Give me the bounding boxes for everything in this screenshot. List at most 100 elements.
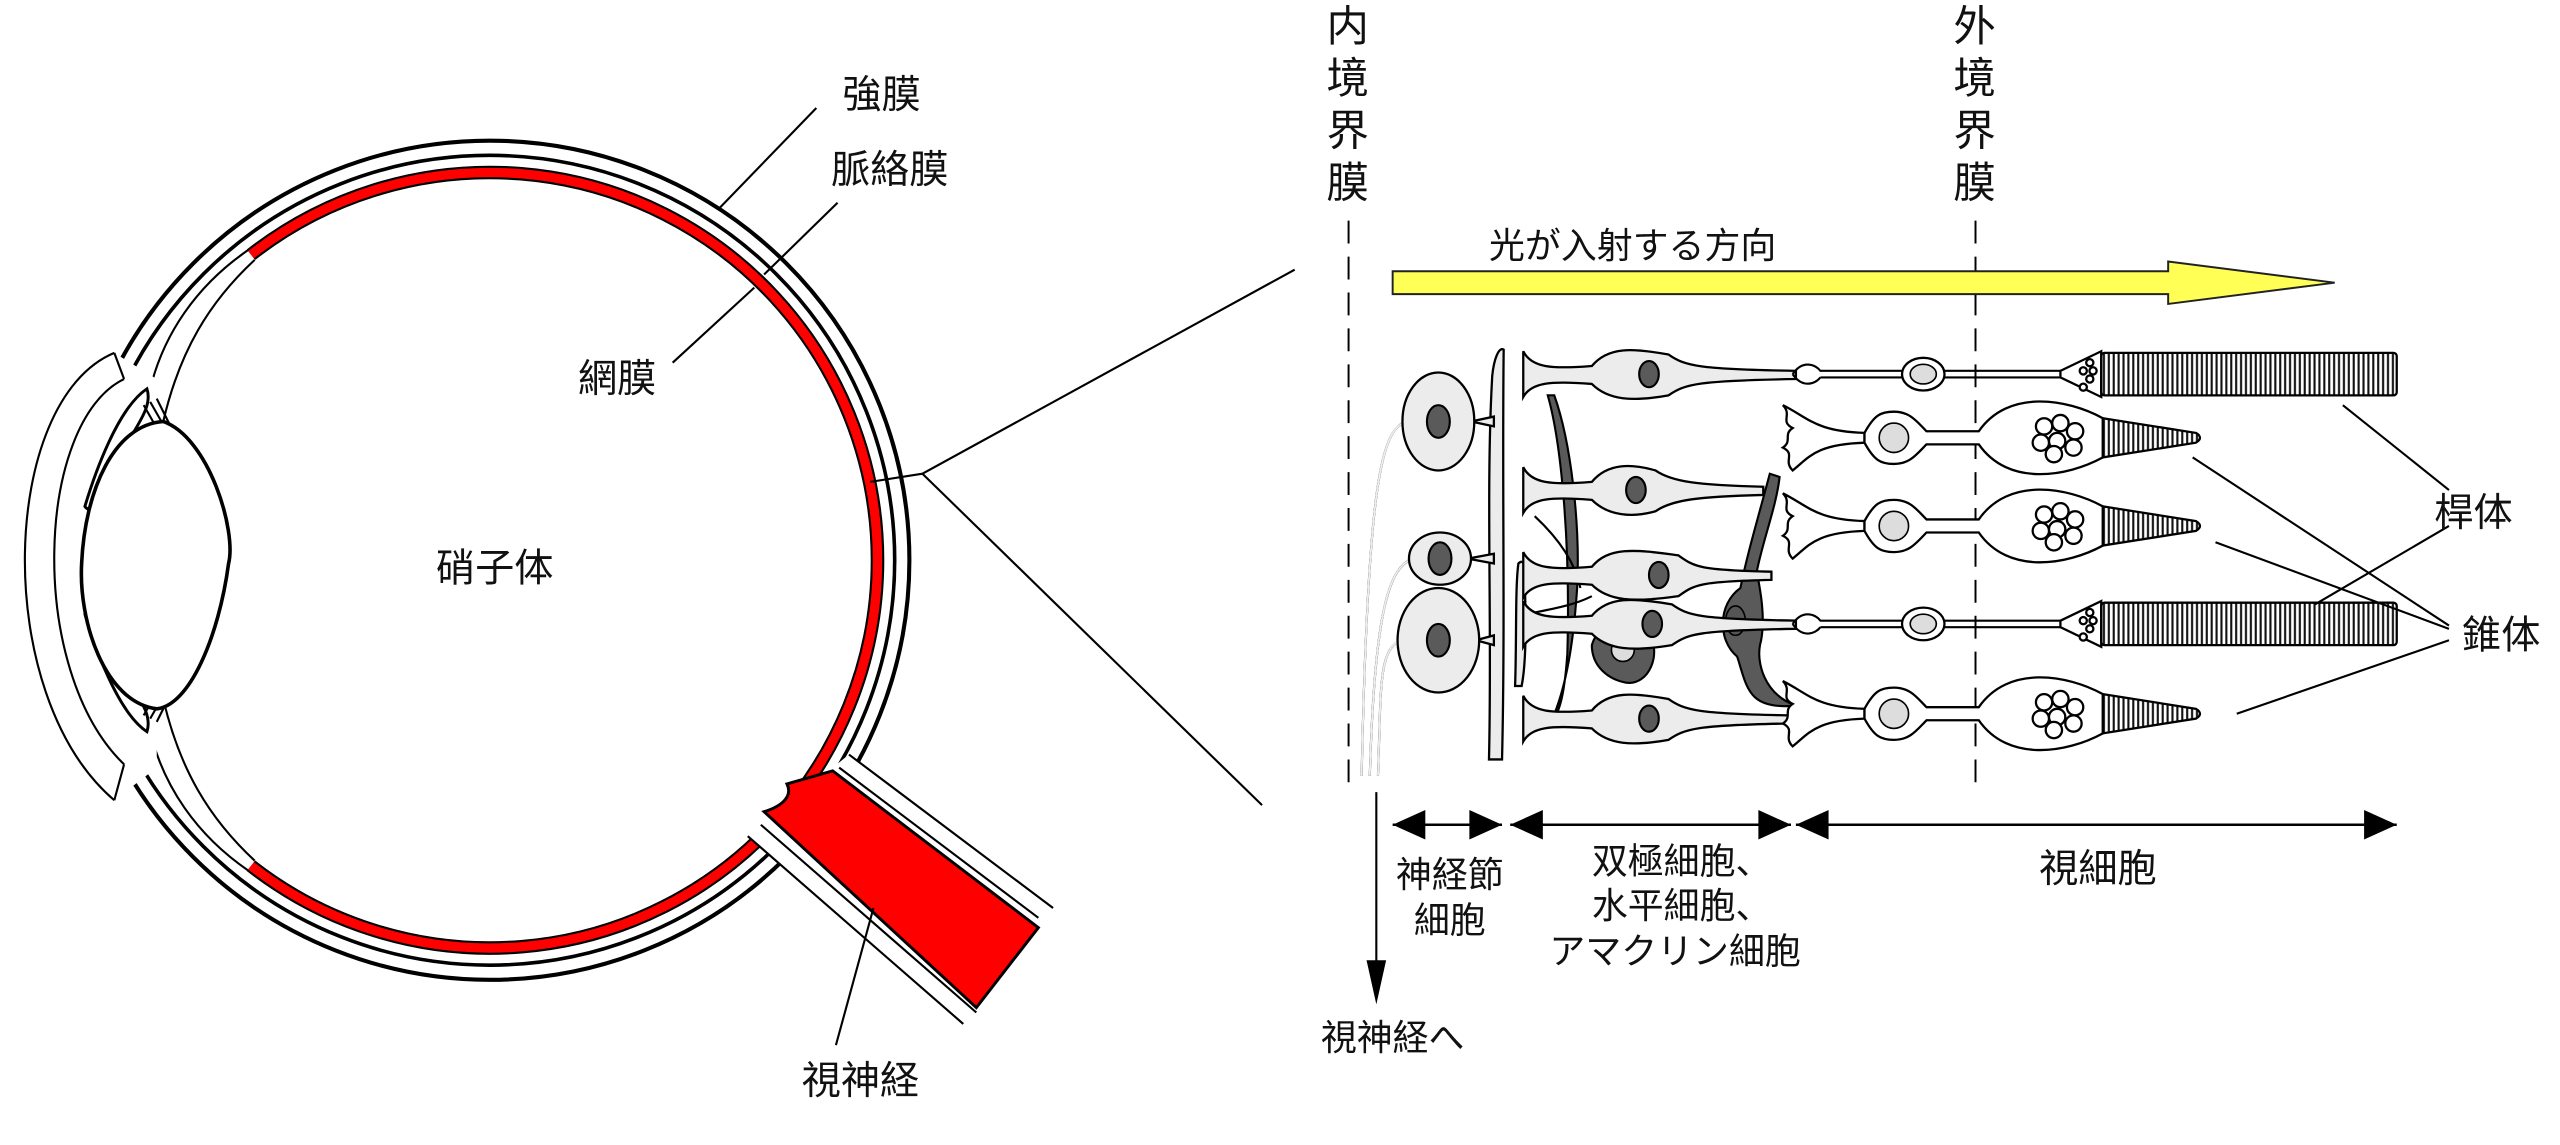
- to-optic-nerve-label: 視神経へ: [1321, 1018, 1465, 1059]
- cone-pedicle: [1780, 492, 1866, 561]
- inner-limiting-membrane-label: 内境界膜: [1319, 4, 1368, 213]
- bipolar-nucleus: [1638, 704, 1660, 733]
- cone-mitochondria: [2051, 413, 2070, 433]
- cone-mitochondria: [2034, 505, 2054, 524]
- zoom-connector: [870, 268, 1296, 806]
- layer-range-arrows: [1392, 810, 2397, 840]
- retina-line: [253, 177, 873, 944]
- rod-axon: [1791, 613, 2061, 635]
- photoreceptor-label: 視細胞: [2039, 847, 2157, 892]
- rod-mitochondria: [2085, 374, 2095, 384]
- retinal-cells: [1360, 348, 2398, 776]
- eyeball: [23, 138, 1054, 1025]
- ganglion-axon: [1376, 639, 1402, 776]
- cone-mitochondria: [2034, 417, 2054, 436]
- cone-mitochondria: [2065, 510, 2085, 529]
- ganglion-nucleus: [1427, 541, 1453, 577]
- optic-nerve-label: 視神経: [802, 1059, 920, 1104]
- cone-nucleus: [1878, 422, 1910, 454]
- range-arrowhead-right: [2364, 810, 2397, 840]
- sclera-leader: [717, 107, 818, 210]
- rod-mitochondria: [2078, 366, 2089, 376]
- cone-pedicle: [1780, 404, 1866, 472]
- rod-axon: [1791, 363, 2061, 385]
- cone-mitochondria: [2051, 689, 2070, 709]
- bipolar-nucleus: [1625, 475, 1647, 505]
- vitreous-label: 硝子体: [436, 546, 554, 591]
- to-optic-nerve-arrowhead: [1366, 960, 1387, 1005]
- horizontal-cell: [1721, 472, 1797, 708]
- ganglion-axon-fill: [1368, 557, 1413, 776]
- cone-mitochondria: [2064, 526, 2083, 546]
- cone-mitochondria: [2034, 692, 2054, 712]
- cone-mitochondria: [2051, 501, 2070, 521]
- sclera-label: 強膜: [842, 73, 920, 118]
- cone-mitochondria: [2031, 433, 2051, 453]
- bipolar-nucleus: [1638, 360, 1660, 389]
- ganglion-label-1: 神経節: [1396, 855, 1504, 896]
- rod-mitochondria: [2078, 632, 2089, 642]
- ganglion-label-2: 細胞: [1414, 900, 1486, 941]
- rod-mitochondria: [2078, 615, 2089, 626]
- rod-mitochondria: [2078, 382, 2089, 392]
- choroid-leader: [763, 201, 839, 276]
- cone-mitochondria: [2065, 697, 2085, 717]
- cone-mitochondria: [2065, 421, 2085, 441]
- rod-mitochondria: [2085, 357, 2095, 368]
- choroid-band: [247, 166, 884, 954]
- cone-mitochondria: [2031, 521, 2051, 541]
- cone-mitochondria: [2064, 714, 2083, 733]
- range-arrowhead-right: [1758, 810, 1792, 840]
- cone-mitochondria: [2064, 438, 2083, 457]
- bipolar-label-3: アマクリン細胞: [1549, 932, 1800, 973]
- choroid-line: [246, 165, 885, 955]
- rod-mitochondria: [2085, 624, 2095, 634]
- light-direction-label: 光が入射する方向: [1489, 226, 1776, 267]
- ganglion-nucleus: [1425, 404, 1451, 439]
- range-arrowhead-left: [1392, 810, 1426, 840]
- cone-outer-segment: [2101, 692, 2202, 735]
- bipolar-label-1: 双極細胞、: [1592, 842, 1772, 883]
- retina-leader: [671, 286, 756, 364]
- cone-pedicle: [1780, 680, 1866, 748]
- rod-nucleus: [1909, 363, 1938, 385]
- ganglion-dendrite: [1470, 415, 1496, 428]
- rod-outer-segment: [2100, 351, 2398, 397]
- cone-leaders: [2192, 456, 2450, 715]
- amacrine-branch: [1533, 515, 1593, 614]
- optic-nerve: [761, 769, 1041, 1010]
- cone-label: 錐体: [2462, 613, 2540, 658]
- cone-outer-segment: [2101, 505, 2202, 547]
- rod-outer-segment: [2100, 601, 2398, 647]
- cone-nucleus: [1878, 698, 1910, 730]
- bipolar-label-2: 水平細胞、: [1592, 886, 1772, 927]
- ganglion-dendrite: [1471, 633, 1496, 647]
- ganglion-axon-fill: [1360, 420, 1407, 776]
- retina-label: 網膜: [578, 357, 656, 402]
- optic-nerve-sheath-lines: [747, 753, 1054, 1025]
- bipolar-nucleus: [1647, 560, 1670, 590]
- bipolar-cell: [1522, 549, 1773, 603]
- rod-leaders: [2314, 404, 2450, 606]
- cone-mitochondria: [2044, 444, 2064, 464]
- range-arrowhead-left: [1795, 810, 1829, 840]
- cornea: [23, 351, 126, 802]
- ganglion-dendrite: [1467, 552, 1496, 565]
- rod-mitochondria: [2085, 607, 2095, 618]
- light-direction-arrow: [1391, 260, 2335, 306]
- ganglion-nucleus: [1425, 622, 1451, 658]
- outer-limiting-membrane-label: 外境界膜: [1946, 4, 1995, 213]
- rod-mitochondria: [2088, 366, 2098, 376]
- cone-nucleus: [1878, 510, 1910, 542]
- muller-fiber: [1487, 348, 1505, 761]
- range-arrowhead-right: [1469, 810, 1503, 840]
- cone-outer-segment: [2101, 416, 2202, 459]
- ganglion-axon-fill: [1376, 639, 1402, 776]
- range-arrowhead-left: [1510, 810, 1543, 840]
- optic-nerve-leader: [834, 907, 875, 1046]
- ciliary-body-top: [149, 249, 256, 422]
- cone-mitochondria: [2044, 720, 2064, 740]
- cone-mitochondria: [2044, 532, 2064, 552]
- amacrine-process: [1546, 394, 1579, 723]
